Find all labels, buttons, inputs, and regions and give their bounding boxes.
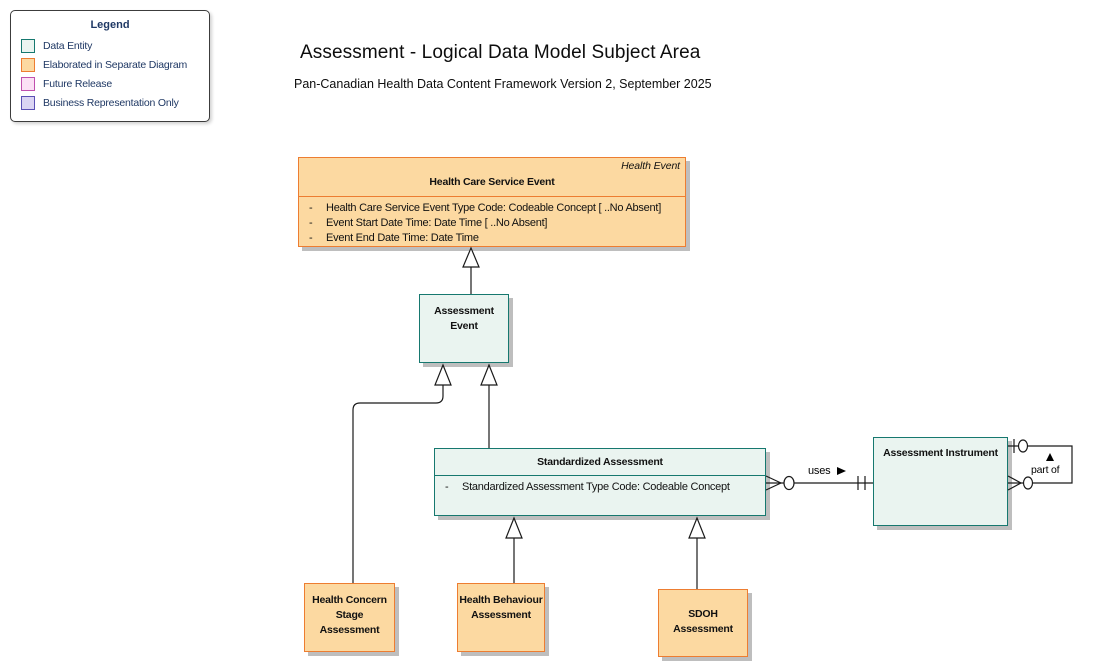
inheritance-triangle-icon	[462, 246, 480, 268]
attribute-row: - Event Start Date Time: Date Time [ ..N…	[299, 216, 685, 231]
entity-standardized-assessment: Standardized Assessment - Standardized A…	[434, 448, 766, 516]
legend-color-swatch	[21, 38, 35, 53]
uses-relationship-label: uses	[808, 465, 847, 477]
up-direction-triangle-icon	[1046, 453, 1054, 461]
attribute-row: - Standardized Assessment Type Code: Cod…	[435, 480, 765, 495]
entity-name: Standardized Assessment	[537, 456, 663, 468]
entity-name: SDOH Assessment	[673, 608, 733, 635]
attribute-text: Event Start Date Time: Date Time [ ..No …	[326, 217, 548, 229]
part-of-label-text: part of	[1031, 464, 1060, 476]
entity-health-concern-stage-assessment: Health Concern Stage Assessment	[304, 583, 395, 652]
inheritance-triangle-icon	[434, 363, 452, 386]
entity-stereotype: Health Event	[621, 160, 680, 172]
crow-foot-icon	[1007, 475, 1022, 484]
attribute-bullet: -	[309, 232, 313, 244]
inheritance-triangle-icon	[480, 363, 498, 386]
crow-foot-icon	[1007, 482, 1022, 491]
legend-item-label: Future Release	[43, 77, 112, 90]
entity-name: Health Concern Stage Assessment	[312, 594, 387, 636]
legend-item-label: Data Entity	[43, 39, 93, 52]
part-of-relationship-label: part of	[1031, 464, 1060, 476]
legend-item-business-representation: Business Representation Only	[11, 93, 209, 112]
crow-foot-icon	[765, 475, 782, 484]
attribute-text: Event End Date Time: Date Time	[326, 232, 479, 244]
entity-name: Assessment Event	[434, 305, 494, 332]
legend-title: Legend	[90, 19, 130, 31]
legend-items: Data Entity Elaborated in Separate Diagr…	[11, 36, 209, 112]
entity-assessment-event: Assessment Event	[419, 294, 509, 363]
attribute-text: Health Care Service Event Type Code: Cod…	[326, 202, 661, 214]
legend-color-swatch	[21, 76, 35, 91]
zero-circle-icon	[1022, 476, 1034, 490]
entity-divider	[299, 196, 685, 197]
inheritance-arrow-standardized-assessment	[480, 363, 498, 448]
inheritance-arrow-health-behaviour	[505, 516, 523, 583]
legend-item-elaborated: Elaborated in Separate Diagram	[11, 55, 209, 74]
attribute-bullet: -	[445, 481, 449, 493]
attribute-row: - Health Care Service Event Type Code: C…	[299, 201, 685, 216]
crow-foot-icon	[765, 482, 782, 491]
page-title: Assessment - Logical Data Model Subject …	[300, 42, 701, 63]
inheritance-triangle-icon	[505, 516, 523, 539]
entity-health-care-service-event: Health Event Health Care Service Event -…	[298, 157, 686, 247]
legend-item-data-entity: Data Entity	[11, 36, 209, 55]
uses-label-text: uses	[808, 465, 831, 477]
inheritance-arrow-assessment-event	[462, 246, 480, 294]
page-subtitle: Pan-Canadian Health Data Content Framewo…	[294, 77, 712, 91]
attribute-bullet: -	[309, 202, 313, 214]
uses-relationship-line	[765, 475, 873, 491]
entity-name: Assessment Instrument	[883, 447, 998, 459]
legend-item-label: Business Representation Only	[43, 96, 179, 109]
entity-sdoh-assessment: SDOH Assessment	[658, 589, 748, 657]
entity-divider	[435, 475, 765, 476]
legend-item-label: Elaborated in Separate Diagram	[43, 58, 188, 71]
zero-circle-icon	[783, 475, 795, 491]
attribute-row: - Event End Date Time: Date Time	[299, 231, 685, 246]
inheritance-arrow-sdoh	[688, 516, 706, 589]
attribute-bullet: -	[309, 217, 313, 229]
legend-color-swatch	[21, 57, 35, 72]
legend-color-swatch	[21, 95, 35, 110]
legend-item-future-release: Future Release	[11, 74, 209, 93]
entity-name: Health Behaviour Assessment	[459, 594, 543, 621]
right-direction-triangle-icon	[837, 467, 847, 475]
entity-health-behaviour-assessment: Health Behaviour Assessment	[457, 583, 545, 652]
entity-assessment-instrument: Assessment Instrument	[873, 437, 1008, 526]
zero-circle-icon	[1017, 439, 1029, 453]
entity-name: Health Care Service Event	[429, 176, 555, 188]
legend: Legend Data Entity Elaborated in Separat…	[10, 10, 210, 122]
inheritance-triangle-icon	[688, 516, 706, 539]
attribute-text: Standardized Assessment Type Code: Codea…	[462, 481, 730, 493]
